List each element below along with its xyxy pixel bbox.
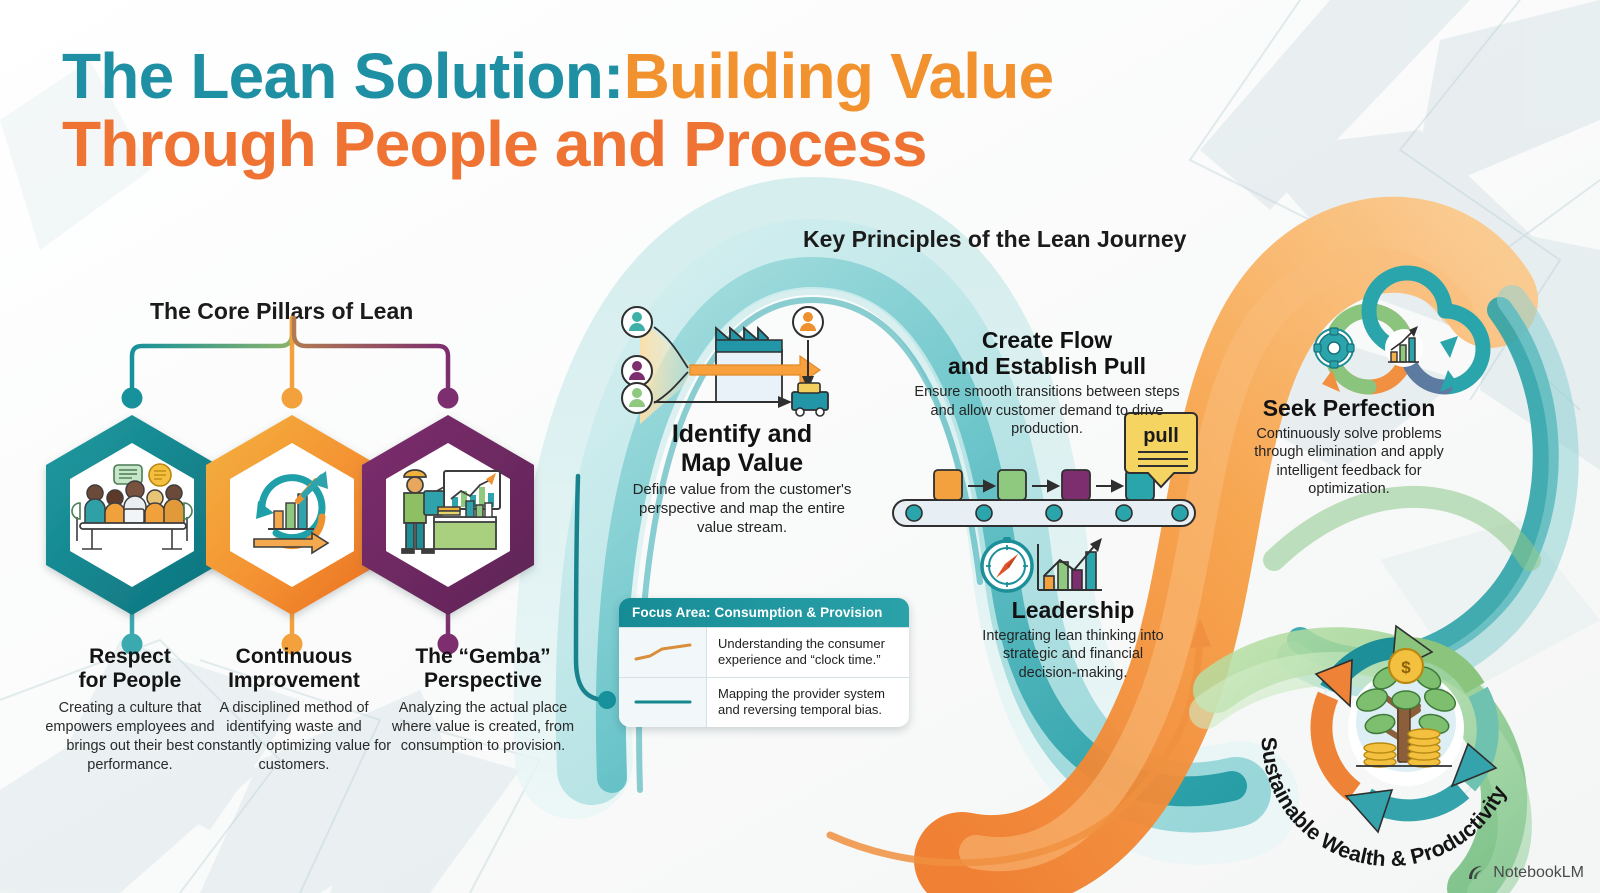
journey-description: Integrating lean thinking into strategic… (982, 628, 1164, 681)
journey-title-line2: and Establish Pull (947, 353, 1147, 380)
pillar-continuous-improvement: Continuous Improvement A disciplined met… (196, 645, 392, 775)
journey-description: Continuously solve problems through elim… (1254, 426, 1444, 498)
journey-title: Leadership (1011, 597, 1135, 623)
pillar-title-line1: The “Gemba” (415, 645, 551, 668)
focus-row-text: Mapping the provider system and reversin… (718, 685, 885, 718)
journey-create-flow-pull: Create Flow and Establish Pull Ensure sm… (913, 327, 1181, 438)
journey-title-line1: Identify and (671, 420, 813, 448)
focus-row-consumption: Understanding the consumer experience an… (619, 627, 909, 677)
pillar-description: Creating a culture that empowers employe… (45, 699, 215, 774)
value-stream-icon (621, 306, 829, 424)
pillar-title-line2: Perspective (424, 669, 542, 693)
compass-chart-icon (980, 537, 1102, 593)
watermark-label: NotebookLM (1493, 864, 1584, 881)
journey-title: Identify and Map Value (627, 420, 857, 477)
pillar-description: A disciplined method of identifying wast… (196, 699, 392, 774)
pillar-title: The “Gemba” Perspective (385, 645, 581, 694)
pillar-hexagon-gemba (362, 415, 534, 615)
cycle-growth-icon (253, 471, 330, 555)
pillar-title-line2: for People (78, 669, 182, 693)
pillar-respect-for-people: Respect for People Creating a culture th… (32, 645, 228, 775)
pillar-title: Continuous Improvement (196, 645, 392, 694)
title-part-building-value: Building Value (623, 40, 1055, 112)
focus-row-text: Understanding the consumer experience an… (718, 636, 885, 668)
focus-area-header: Focus Area: Consumption & Provision (619, 598, 909, 627)
journey-leadership: Leadership Integrating lean thinking int… (973, 597, 1173, 682)
journey-title-line1: Create Flow (981, 327, 1113, 353)
notebooklm-icon (1469, 866, 1483, 879)
pillar-title-line1: Continuous (235, 645, 353, 668)
pillar-title: Respect for People (32, 645, 228, 694)
rising-line-icon (619, 628, 707, 677)
focus-row-provision: Mapping the provider system and reversin… (619, 676, 909, 727)
pillar-hexagon-improvement (206, 415, 378, 615)
flat-line-icon (619, 677, 707, 727)
pillar-title-line1: Respect (89, 645, 171, 668)
notebooklm-watermark: NotebookLM (1466, 863, 1584, 883)
title-part-lean-solution: The Lean Solution: (62, 40, 624, 112)
worker-presenting-icon (401, 469, 501, 554)
pillar-description: Analyzing the actual place where value i… (391, 699, 575, 754)
pillar-hexagon-respect (46, 415, 218, 615)
journey-description: Ensure smooth transitions between steps … (914, 384, 1180, 437)
team-meeting-icon (71, 463, 193, 550)
journey-seek-perfection: Seek Perfection Continuously solve probl… (1238, 395, 1460, 498)
core-pillars-heading: The Core Pillars of Lean (150, 298, 414, 324)
key-principles-heading: Key Principles of the Lean Journey (803, 226, 1187, 252)
journey-identify-map-value: Identify and Map Value Define value from… (627, 420, 857, 538)
title-line-two: Through People and Process (62, 108, 928, 181)
journey-title: Seek Perfection (1262, 395, 1436, 421)
page-title: The Lean Solution:Building Value Through… (62, 42, 1322, 179)
journey-title-line2: Map Value (680, 448, 804, 477)
journey-description: Define value from the customer's perspec… (632, 481, 852, 536)
outcome-label: Sustainable Wealth & Productivity (1257, 736, 1512, 870)
infinity-loop-icon (1313, 265, 1491, 395)
pillar-gemba-perspective: The “Gemba” Perspective Analyzing the ac… (385, 645, 581, 756)
journey-title: Create Flow and Establish Pull (913, 327, 1181, 379)
outcome-label-text: Sustainable Wealth & Productivity (1257, 736, 1512, 870)
focus-area-legend-card: Focus Area: Consumption & Provision Unde… (619, 598, 909, 727)
pillar-title-line2: Improvement (228, 669, 360, 693)
